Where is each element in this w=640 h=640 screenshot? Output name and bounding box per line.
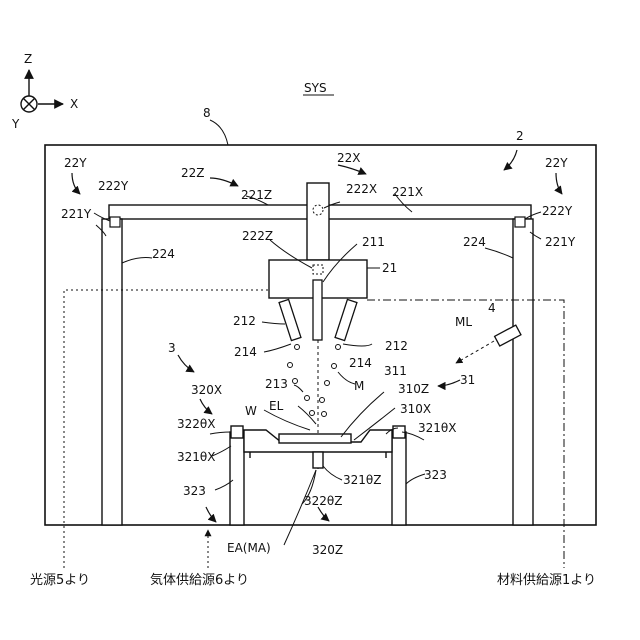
z-axis-column [307, 183, 329, 260]
nozzle-left [279, 299, 301, 340]
label-222Y-right: 222Y [542, 204, 573, 218]
label-221Y-right: 221Y [545, 235, 576, 249]
label-22X: 22X [337, 151, 361, 165]
label-211: 211 [362, 235, 385, 249]
material-particles [288, 345, 341, 417]
label-321X-left: 321θX [177, 450, 215, 464]
axis-y-label: Y [11, 117, 20, 131]
label-21: 21 [382, 261, 397, 275]
measuring-light-arrow [456, 341, 494, 363]
label-222Y-left: 222Y [98, 179, 129, 193]
label-323-left: 323 [183, 484, 206, 498]
label-224-left: 224 [152, 247, 175, 261]
optical-system [313, 280, 322, 340]
label-212-left: 212 [233, 314, 256, 328]
label-222Z: 222Z [242, 229, 273, 243]
label-EA: EA(MA) [227, 541, 271, 555]
label-322Z: 322θZ [304, 494, 342, 508]
material-source-label: 材料供給源1より [497, 573, 596, 588]
nozzle-right [335, 299, 357, 340]
slider-block-left [110, 217, 120, 227]
label-310Z: 310Z [398, 382, 429, 396]
gantry-column-left [102, 219, 122, 525]
slider-block-right [515, 217, 525, 227]
label-311: 311 [384, 364, 407, 378]
label-323-right: 323 [424, 468, 447, 482]
label-310X: 310X [400, 402, 431, 416]
label-214-right: 214 [349, 356, 372, 370]
label-221Z: 221Z [241, 188, 272, 202]
label-ML: ML [455, 315, 472, 329]
gas-source-label: 気体供給源6より [150, 572, 249, 588]
label-22Y-right: 22Y [545, 156, 568, 170]
label-213: 213 [265, 377, 288, 391]
label-EL: EL [269, 399, 284, 413]
system-title: SYS [304, 81, 327, 95]
axis-indicator [21, 70, 63, 112]
label-4: 4 [488, 301, 496, 315]
label-22Y-left: 22Y [64, 156, 87, 170]
axis-x-label: X [70, 97, 78, 111]
label-3: 3 [168, 341, 176, 355]
label-322X: 322θX [177, 417, 215, 431]
label-320X: 320X [191, 383, 222, 397]
label-320Z: 320Z [312, 543, 343, 557]
label-212-right: 212 [385, 339, 408, 353]
label-221Y-left: 221Y [61, 207, 92, 221]
light-source-label: 光源5より [30, 573, 90, 588]
label-222X: 222X [346, 182, 377, 196]
label-8: 8 [203, 106, 211, 120]
label-W: W [245, 404, 257, 418]
gantry-column-right [513, 219, 533, 525]
label-221X: 221X [392, 185, 423, 199]
label-214-left: 214 [234, 345, 257, 359]
axis-z-label: Z [24, 52, 32, 66]
label-22Z: 22Z [181, 166, 205, 180]
label-321Z: 321θZ [343, 473, 381, 487]
label-321X-right: 321θX [418, 421, 456, 435]
label-31: 31 [460, 373, 475, 387]
label-M: M [354, 379, 364, 393]
label-2: 2 [516, 129, 524, 143]
label-224-right: 224 [463, 235, 486, 249]
